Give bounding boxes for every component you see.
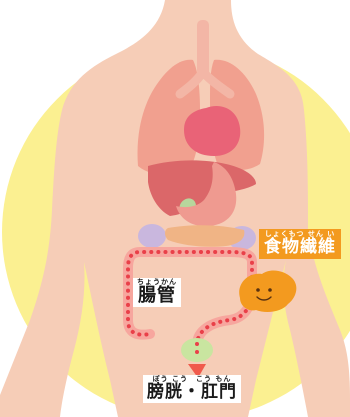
bladder-anus-label-text: 膀胱・肛門 [147, 384, 237, 401]
food-fiber-label-text: 食物繊維 [264, 239, 336, 256]
heart [184, 106, 240, 156]
food-fiber-label: しょくもつ せん い 食物繊維 [259, 229, 341, 259]
intestine-label: ちょうかん 腸管 [133, 278, 181, 307]
bladder-anus-label: ぼう こう こう もん 膀胱・肛門 [143, 375, 241, 403]
kidney-left [138, 224, 166, 248]
intestine-label-text: 腸管 [137, 287, 177, 305]
